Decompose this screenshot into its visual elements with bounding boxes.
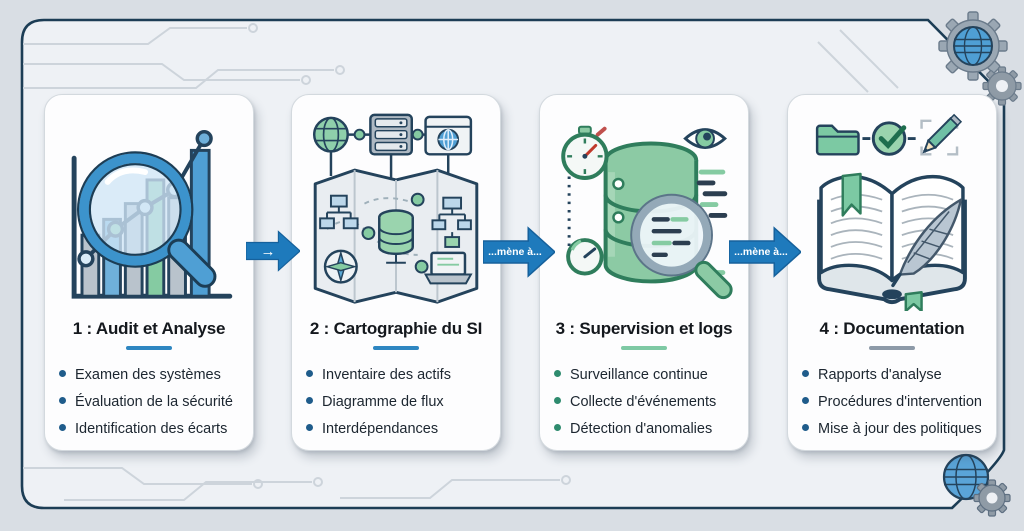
bullet-text: Surveillance continue xyxy=(570,367,708,383)
bullet-text: Détection d'anomalies xyxy=(570,421,713,437)
flow-arrow-2: ...mène à... xyxy=(483,226,555,278)
bullet-dot xyxy=(59,424,66,431)
step-title: 2 : Cartographie du SI xyxy=(309,319,483,338)
title-underline xyxy=(126,346,172,350)
bullet-text: Inventaire des actifs xyxy=(322,367,451,383)
bullet-text: Collecte d'événements xyxy=(570,394,717,410)
bullet-text: Mise à jour des politiques xyxy=(818,421,982,437)
bullet-dot xyxy=(306,397,313,404)
bullet-item: Examen des systèmes xyxy=(59,362,233,389)
bullet-dot xyxy=(554,424,561,431)
bullet-text: Rapports d'analyse xyxy=(818,367,942,383)
title-underline xyxy=(373,346,419,350)
bullet-list: Rapports d'analyse Procédures d'interven… xyxy=(788,362,992,443)
flow-arrow-3: ...mène à... xyxy=(729,226,801,278)
step-card-documentation: 4 : Documentation Rapports d'analyse Pro… xyxy=(787,94,997,451)
bullet-text: Examen des systèmes xyxy=(75,367,221,383)
bullet-dot xyxy=(59,397,66,404)
bullet-item: Surveillance continue xyxy=(554,362,716,389)
step-card-audit: 1 : Audit et Analyse Examen des systèmes… xyxy=(44,94,254,451)
magnifier-chart-icon xyxy=(60,107,238,313)
bullet-item: Inventaire des actifs xyxy=(306,362,451,389)
bullet-list: Surveillance continue Collecte d'événeme… xyxy=(540,362,726,443)
globe-gear-icon xyxy=(942,453,1011,517)
step-title: 1 : Audit et Analyse xyxy=(72,319,226,338)
step-title: 4 : Documentation xyxy=(819,319,965,338)
bullet-dot xyxy=(802,424,809,431)
bullet-dot xyxy=(802,397,809,404)
step-card-supervision: 3 : Supervision et logs Surveillance con… xyxy=(539,94,749,451)
bullet-dot xyxy=(306,370,313,377)
bullet-dot xyxy=(59,370,66,377)
bullet-text: Évaluation de la sécurité xyxy=(75,394,233,410)
bullet-item: Collecte d'événements xyxy=(554,389,716,416)
bullet-item: Évaluation de la sécurité xyxy=(59,389,233,416)
bullet-item: Mise à jour des politiques xyxy=(802,416,982,443)
title-underline xyxy=(621,346,667,350)
documentation-book-icon xyxy=(803,107,981,313)
bullet-dot xyxy=(554,397,561,404)
bullet-item: Diagramme de flux xyxy=(306,389,451,416)
bullet-dot xyxy=(802,370,809,377)
bullet-list: Inventaire des actifs Diagramme de flux … xyxy=(292,362,461,443)
flow-arrow-1: → xyxy=(246,229,300,273)
title-underline xyxy=(869,346,915,350)
bullet-text: Identification des écarts xyxy=(75,421,228,437)
bullet-item: Procédures d'intervention xyxy=(802,389,982,416)
bullet-item: Rapports d'analyse xyxy=(802,362,982,389)
bullet-item: Détection d'anomalies xyxy=(554,416,716,443)
bullet-text: Interdépendances xyxy=(322,421,439,437)
bullet-item: Identification des écarts xyxy=(59,416,233,443)
bullet-text: Diagramme de flux xyxy=(322,394,444,410)
gear-globe-icon xyxy=(938,11,1022,106)
bullet-dot xyxy=(306,424,313,431)
database-monitoring-icon xyxy=(555,107,733,313)
bullet-list: Examen des systèmes Évaluation de la séc… xyxy=(45,362,243,443)
bullet-text: Procédures d'intervention xyxy=(818,394,982,410)
frame-border xyxy=(20,18,1006,510)
circuit-traces xyxy=(23,23,899,501)
bullet-item: Interdépendances xyxy=(306,416,451,443)
step-card-cartographie: 2 : Cartographie du SI Inventaire des ac… xyxy=(291,94,501,451)
it-map-icon xyxy=(307,107,485,313)
bullet-dot xyxy=(554,370,561,377)
step-title: 3 : Supervision et logs xyxy=(555,319,733,338)
